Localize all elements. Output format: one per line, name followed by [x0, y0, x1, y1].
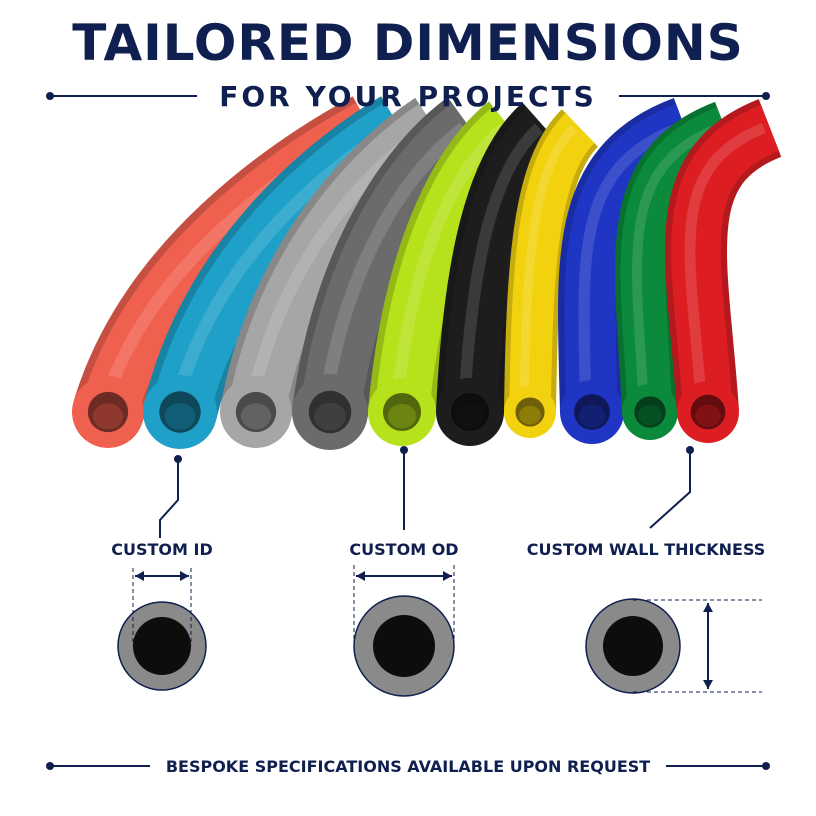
tube-green — [615, 101, 736, 440]
footer-note: BESPOKE SPECIFICATIONS AVAILABLE UPON RE… — [165, 756, 651, 776]
footer-row: BESPOKE SPECIFICATIONS AVAILABLE UPON RE… — [46, 752, 770, 780]
footer-rule-left — [46, 762, 150, 770]
tube-black — [436, 102, 569, 446]
tube-bundle — [72, 96, 783, 450]
tube-blue — [558, 98, 698, 444]
subtitle-row: FOR YOUR PROJECTS — [45, 76, 771, 116]
page-title: TAILORED DIMENSIONS — [72, 14, 744, 72]
tube-yellow — [504, 109, 600, 438]
subtitle-rule-right — [618, 92, 771, 100]
footer-rule-right — [666, 762, 770, 770]
id-cross-section — [117, 568, 207, 691]
tube-red — [665, 99, 783, 443]
cross-section-diagrams — [117, 565, 762, 697]
custom-id-label: CUSTOM ID — [111, 540, 213, 559]
custom-wall-thickness-label: CUSTOM WALL THICKNESS — [526, 540, 766, 559]
custom-od-label: CUSTOM OD — [349, 540, 459, 559]
callout-lines — [159, 446, 694, 538]
page-subtitle: FOR YOUR PROJECTS — [219, 79, 597, 113]
subtitle-rule-left — [45, 92, 198, 100]
wall-cross-section — [585, 598, 762, 694]
od-cross-section — [353, 565, 455, 697]
